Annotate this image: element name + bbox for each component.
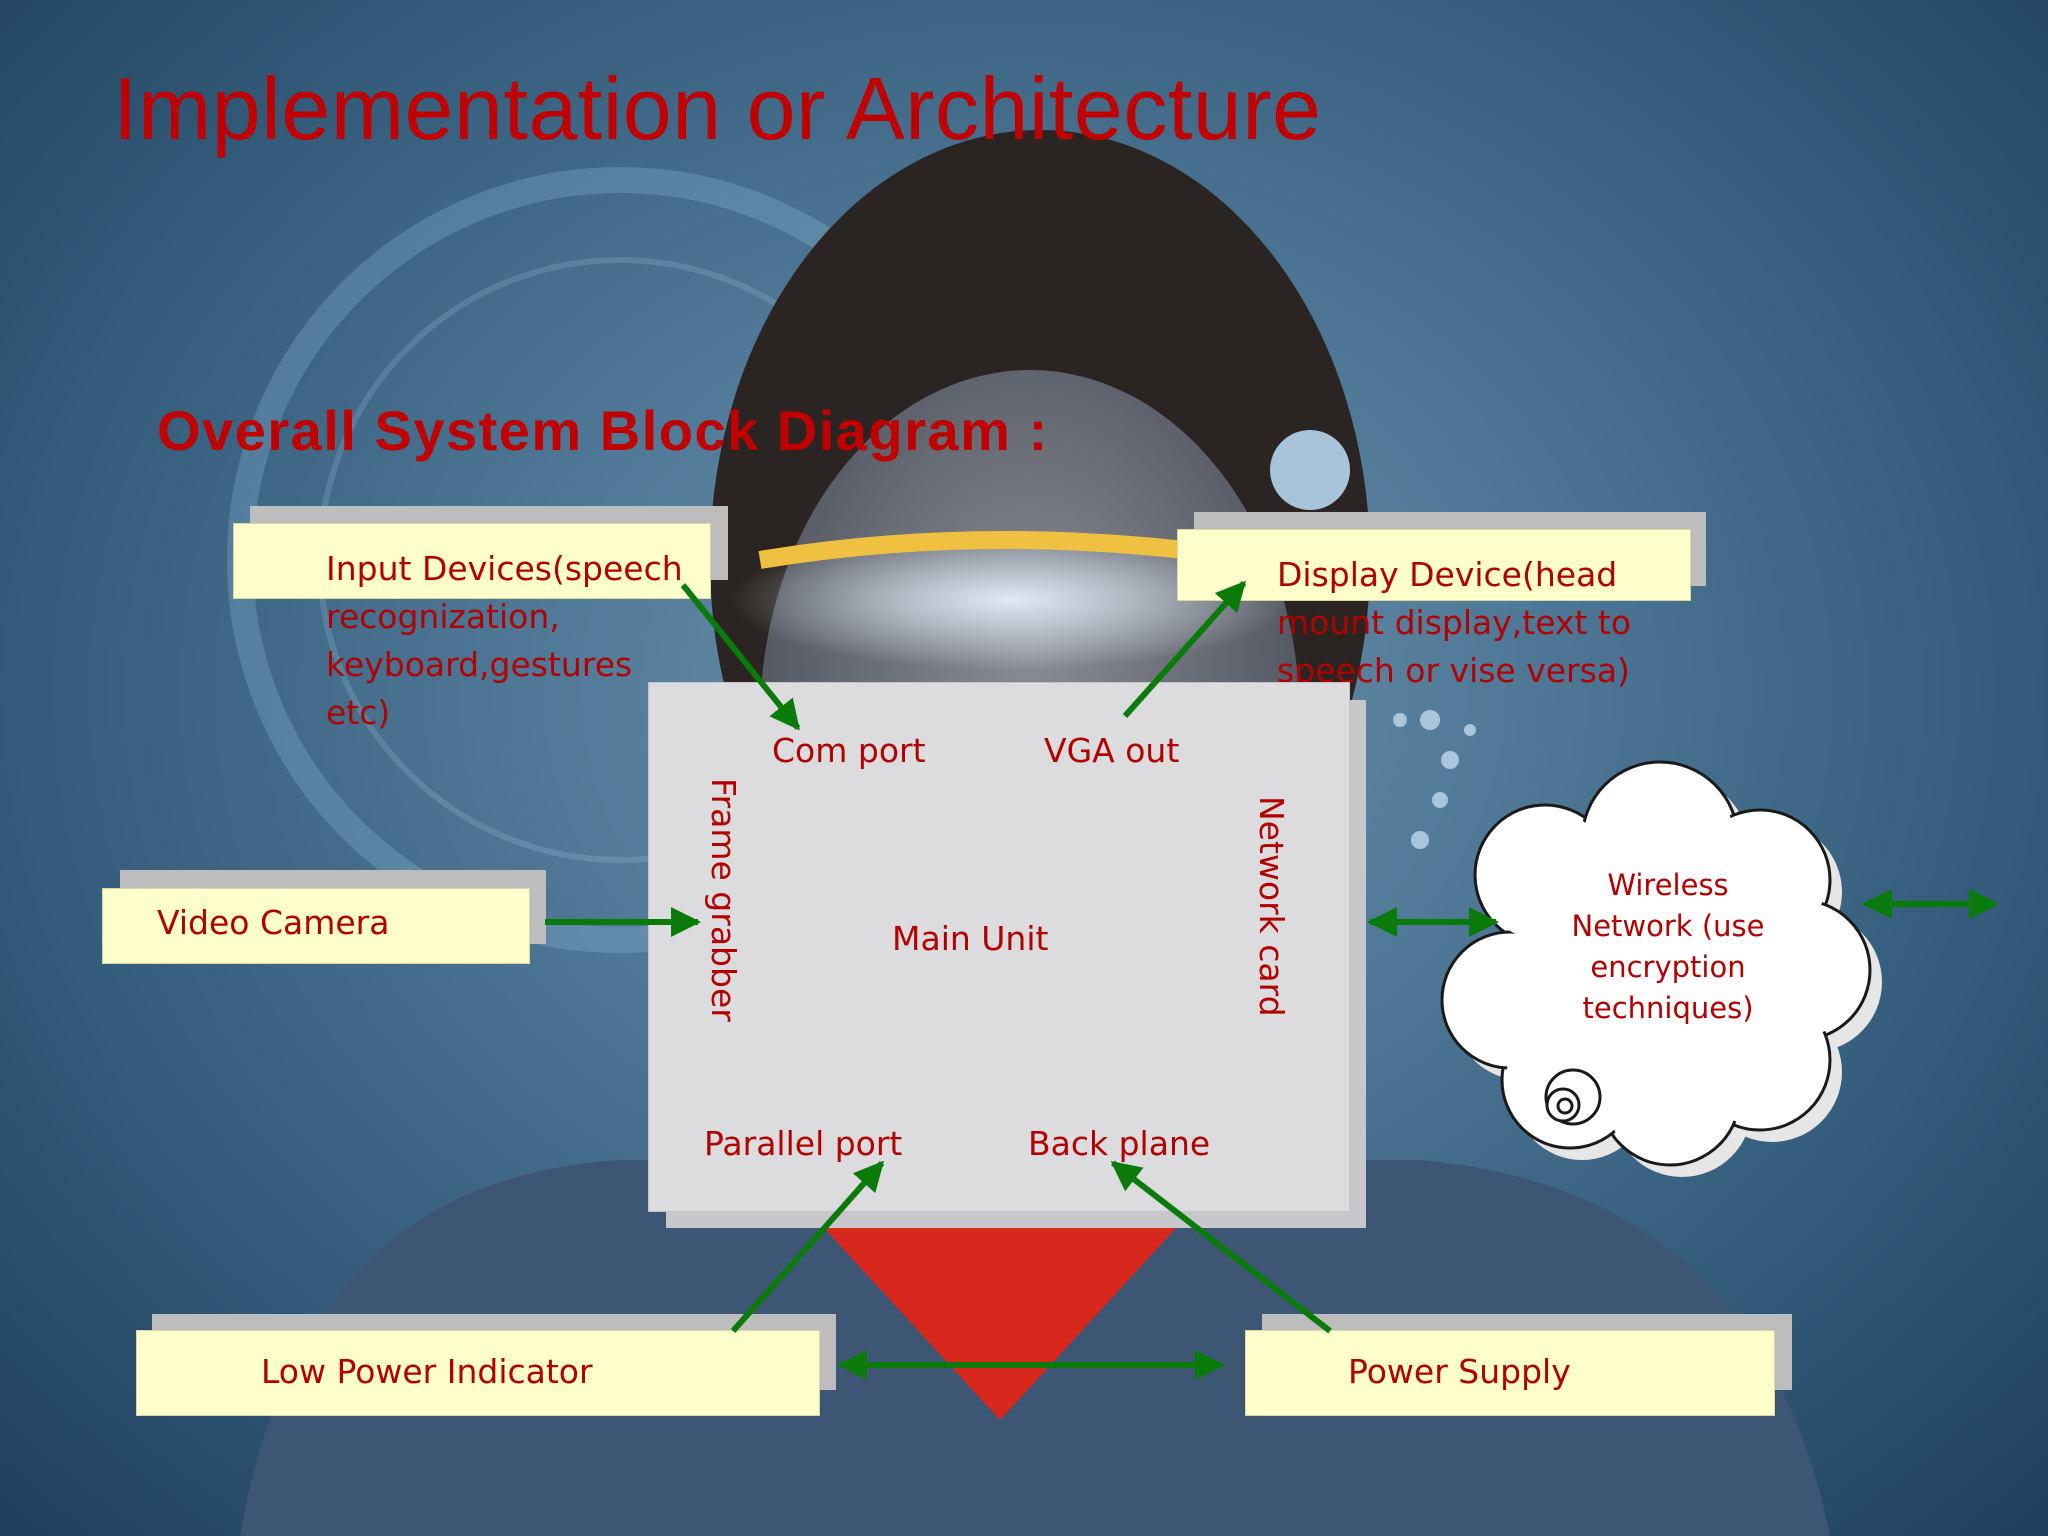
arrow-power-supply-to-back-plane [1110, 1160, 1332, 1334]
wireless-network-line-3: encryption [1590, 950, 1745, 984]
wireless-network-line-1: Wireless [1607, 868, 1728, 902]
wireless-network-line-2: Network (use [1572, 909, 1765, 943]
display-device-box [1177, 529, 1691, 601]
display-device-line-1: Display Device(head [1277, 555, 1618, 594]
low-power-indicator-label: Low Power Indicator [261, 1352, 593, 1391]
video-camera-label: Video Camera [157, 903, 390, 942]
input-devices-line-1: Input Devices(speech [326, 549, 683, 588]
low-power-indicator-box: Low Power Indicator [136, 1330, 820, 1416]
cloud-tail-circles [1544, 1068, 1602, 1126]
power-supply-box: Power Supply [1245, 1330, 1775, 1416]
wireless-network-line-4: techniques) [1582, 991, 1753, 1025]
video-camera-box: Video Camera [102, 888, 530, 964]
main-unit-label: Main Unit [892, 919, 1049, 958]
input-devices-line-2: recognization, [326, 597, 560, 636]
arrow-input-to-com-port [680, 583, 801, 731]
main-unit-box [648, 682, 1350, 1212]
slide-title: Implementation or Architecture [113, 59, 1322, 158]
input-devices-box [233, 523, 711, 599]
frame-grabber-label: Frame grabber [704, 778, 743, 1022]
com-port-label: Com port [772, 731, 926, 770]
input-devices-line-3: keyboard,gestures [326, 645, 633, 684]
arrow-low-power-to-parallel-port [730, 1160, 885, 1333]
vga-out-label: VGA out [1044, 731, 1180, 770]
back-plane-label: Back plane [1028, 1124, 1211, 1163]
input-devices-line-4: etc) [326, 693, 391, 732]
display-device-line-2: mount display,text to [1277, 603, 1632, 642]
network-card-label: Network card [1252, 796, 1291, 1017]
parallel-port-label: Parallel port [704, 1124, 903, 1163]
power-supply-label: Power Supply [1348, 1352, 1571, 1391]
arrow-vga-out-to-display [1122, 580, 1247, 719]
diagram-subtitle: Overall System Block Diagram : [157, 399, 1049, 462]
